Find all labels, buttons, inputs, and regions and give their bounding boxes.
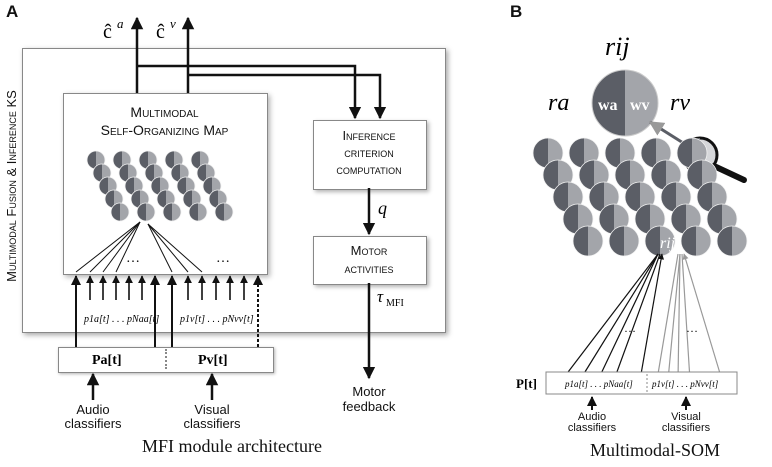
audio-prob-label: p1a[t] . . . pNaa[t] — [83, 314, 159, 325]
big-node-circle — [591, 69, 659, 137]
som-node-a — [144, 163, 164, 183]
pv-vector-label: Pv[t] — [198, 353, 228, 368]
w-v-label: wv — [630, 97, 650, 114]
tau-label: τ — [377, 287, 384, 306]
som-node-b — [614, 159, 646, 191]
ca-label: ĉ — [103, 21, 112, 43]
som-dots-left: … — [126, 251, 140, 266]
panel-b-audio-prob: p1a[t] . . . pNaa[t] — [564, 379, 633, 389]
panel-b-dots-right: … — [686, 321, 698, 335]
route-to-inference-2 — [188, 73, 387, 120]
panel-b-caption: Multimodal-SOM — [589, 440, 720, 460]
som-node-a — [188, 202, 208, 222]
som-node-b — [634, 203, 666, 235]
panel-b-visual-line1: Visual — [671, 411, 701, 423]
panel-a-caption: MFI module architecture — [142, 436, 322, 456]
visual-prob-label: p1v[t] . . . pNvv[t] — [179, 314, 254, 325]
som-title-line1: Multimodal — [130, 104, 199, 120]
visual-classifiers-line2: classifiers — [183, 416, 241, 431]
panel-b-visual-line2: classifiers — [661, 422, 711, 434]
panel-b-letter: B — [510, 2, 523, 21]
som-dots-right: … — [216, 251, 230, 266]
som-node-a — [162, 202, 182, 222]
audio-classifiers-line1: Audio — [76, 402, 110, 417]
input-vector-divider — [165, 349, 167, 369]
pa-vector-label: Pa[t] — [92, 353, 122, 368]
r-ij-label: rij — [605, 32, 630, 61]
r-v-label: rv — [670, 90, 690, 116]
som-node-a — [214, 202, 234, 222]
panel-b-p-vector: P[t] — [516, 376, 537, 391]
som-grid-b — [532, 137, 748, 257]
cv-sup: v — [170, 16, 176, 31]
som-node-b — [572, 225, 604, 257]
node-rij-label: rij — [660, 235, 676, 252]
panel-a-letter: A — [6, 2, 19, 21]
motor-line2: activities — [344, 261, 394, 276]
tau-sub: MFI — [386, 298, 404, 309]
som-node-b — [608, 225, 640, 257]
panel-b-visual-prob: p1v[t] . . . pNvv[t] — [651, 379, 719, 389]
panel-b-audio-line1: Audio — [577, 411, 607, 423]
q-label: q — [378, 198, 387, 218]
som-node-a — [136, 202, 156, 222]
panel-b-audio-lines — [561, 253, 665, 381]
som-title-line2: Self-Organizing Map — [100, 122, 229, 138]
panel-b-visual-lines — [656, 253, 723, 381]
visual-input-arrows — [167, 275, 263, 347]
audio-input-arrows — [71, 275, 160, 347]
panel-b-input-box — [545, 371, 738, 395]
som-node-b — [598, 203, 630, 235]
visual-classifiers-line1: Visual — [194, 402, 230, 417]
inference-line3: computation — [336, 162, 402, 177]
r-a-label: ra — [548, 90, 569, 116]
motor-line1: Motor — [350, 243, 388, 258]
som-node-a — [110, 202, 130, 222]
panel-b-audio-line2: classifiers — [567, 422, 617, 434]
inference-line2: criterion — [344, 145, 394, 160]
som-node-b — [644, 225, 676, 257]
motor-activities-box — [313, 236, 427, 285]
w-a-label: wa — [598, 97, 618, 114]
cv-label: ĉ — [156, 21, 165, 43]
inference-line1: Inference — [342, 128, 396, 143]
motor-feedback-line2: feedback — [342, 399, 396, 414]
som-node-b — [716, 225, 748, 257]
som-node-b — [578, 159, 610, 191]
som-grid-a — [86, 150, 234, 222]
ca-sup: a — [117, 16, 124, 31]
audio-classifiers-line2: classifiers — [64, 416, 122, 431]
motor-feedback-line1: Motor — [352, 384, 386, 399]
som-connection-lines — [75, 221, 203, 273]
som-node-b — [680, 225, 712, 257]
route-to-inference-1 — [137, 64, 362, 120]
panel-b-dots-left: … — [624, 321, 636, 335]
